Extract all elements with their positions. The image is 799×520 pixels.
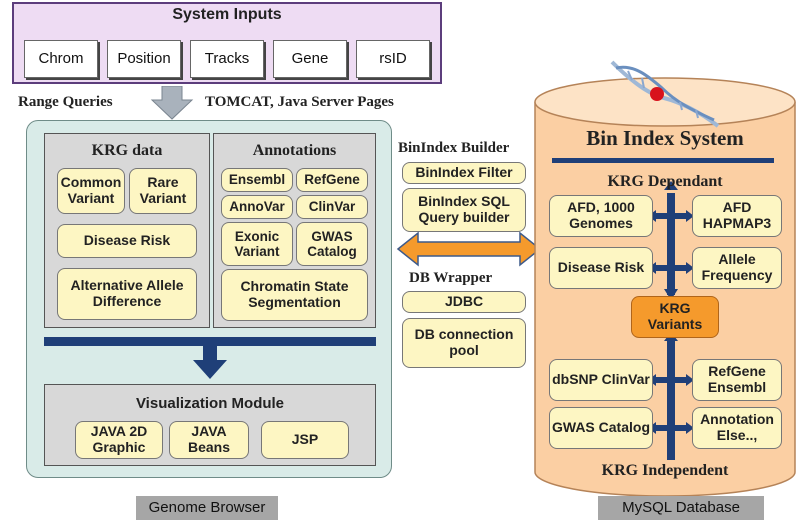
krg-independent-label: KRG Independent	[601, 462, 729, 479]
bin-index-title: Bin Index System	[586, 126, 744, 150]
krg-data-group: KRG data Common Variant Rare Variant Dis…	[44, 133, 210, 328]
java2d-box: JAVA 2D Graphic	[75, 421, 163, 459]
binindex-sql-box: BinIndex SQL Query builder	[402, 188, 526, 232]
mysql-database-footer: MySQL Database	[598, 496, 764, 520]
input-position: Position	[107, 40, 181, 78]
exonic-variant-box: Exonic Variant	[221, 222, 293, 266]
disease-risk-db-box: Disease Risk	[549, 247, 653, 289]
refgene-ensembl-box: RefGene Ensembl	[692, 359, 782, 401]
afd-1000-box: AFD, 1000 Genomes	[549, 195, 653, 237]
alt-allele-box: Alternative Allele Difference	[57, 268, 197, 320]
divider-bar	[44, 337, 376, 346]
system-inputs-panel: System Inputs Chrom Position Tracks Gene…	[12, 2, 442, 84]
disease-risk-box: Disease Risk	[57, 224, 197, 258]
binindex-builder-label: BinIndex Builder	[398, 140, 510, 156]
visualization-group: Visualization Module JAVA 2D Graphic JAV…	[44, 384, 376, 466]
common-variant-box: Common Variant	[57, 168, 125, 214]
krg-variants-box: KRG Variants	[631, 296, 719, 338]
annotations-title: Annotations	[252, 142, 337, 159]
rare-variant-box: Rare Variant	[129, 168, 197, 214]
jsp-box: JSP	[261, 421, 349, 459]
dbsnp-clinvar-box: dbSNP ClinVar	[549, 359, 653, 401]
annovar-box: AnnoVar	[221, 195, 293, 219]
down-arrow-icon	[193, 344, 227, 379]
range-queries-label: Range Queries	[18, 94, 113, 110]
query-down-arrow	[150, 86, 194, 120]
jdbc-box: JDBC	[402, 291, 526, 313]
annotations-group: Annotations Ensembl RefGene AnnoVar Clin…	[213, 133, 376, 328]
afd-hapmap-box: AFD HAPMAP3	[692, 195, 782, 237]
clinvar-box: ClinVar	[296, 195, 368, 219]
db-pool-box: DB connection pool	[402, 318, 526, 368]
input-chrom: Chrom	[24, 40, 98, 78]
ensembl-box: Ensembl	[221, 168, 293, 192]
chromatin-box: Chromatin State Segmentation	[221, 269, 368, 321]
input-tracks: Tracks	[190, 40, 264, 78]
input-rsid: rsID	[356, 40, 430, 78]
refgene-box: RefGene	[296, 168, 368, 192]
visualization-title: Visualization Module	[135, 395, 285, 412]
gwas-catalog-box: GWAS Catalog	[296, 222, 368, 266]
javabeans-box: JAVA Beans	[169, 421, 249, 459]
binindex-filter-box: BinIndex Filter	[402, 162, 526, 184]
allele-frequency-box: Allele Frequency	[692, 247, 782, 289]
annotation-else-box: Annotation Else..,	[692, 407, 782, 449]
input-gene: Gene	[273, 40, 347, 78]
genome-browser-footer: Genome Browser	[136, 496, 278, 520]
system-inputs-title: System Inputs	[172, 6, 282, 23]
krg-data-title: KRG data	[91, 142, 163, 159]
krg-dependant-label: KRG Dependant	[607, 173, 723, 190]
double-arrow-icon	[396, 231, 542, 267]
db-wrapper-label: DB Wrapper	[409, 270, 493, 286]
tomcat-label: TOMCAT, Java Server Pages	[205, 94, 394, 110]
dna-icon	[610, 60, 720, 128]
gwas-catalog-db-box: GWAS Catalog	[549, 407, 653, 449]
